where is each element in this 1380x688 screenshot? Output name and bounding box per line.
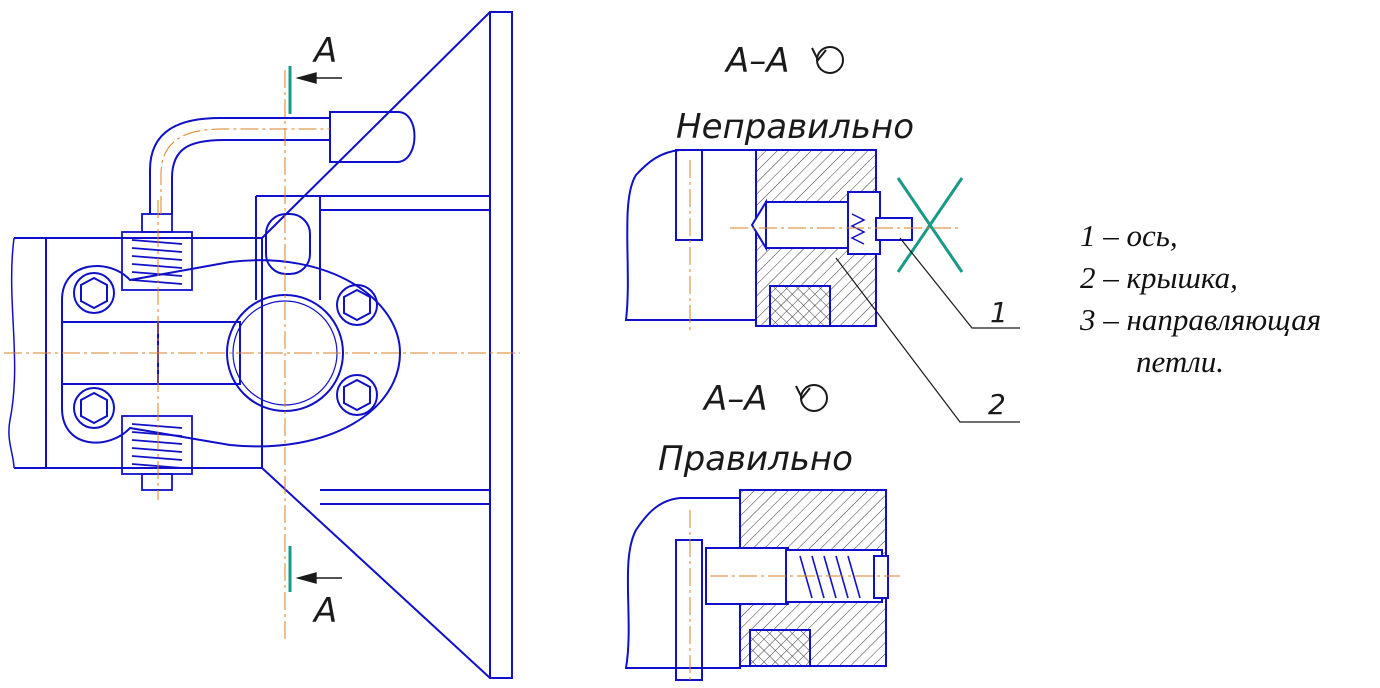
- cut-label-top: А: [312, 31, 337, 71]
- legend-item-3-cont: петли.: [1136, 344, 1225, 379]
- section-right: [624, 489, 889, 681]
- view-right-caption: Правильно: [658, 439, 853, 479]
- main-view: [8, 11, 513, 679]
- rotation-icon-wrong: [811, 46, 844, 74]
- view-wrong-title: А–А: [724, 41, 790, 81]
- legend-item-2: 2 – крышка,: [1080, 260, 1238, 295]
- rotation-icon-right: [795, 384, 828, 412]
- legend-item-1: 1 – ось,: [1080, 218, 1178, 253]
- callout-2: 2: [988, 388, 1006, 421]
- bolt-top-right: [336, 284, 378, 326]
- handle-grip: [329, 111, 416, 163]
- lever-body: [61, 321, 241, 385]
- stand: [261, 11, 513, 679]
- bolt-bottom-right: [336, 374, 378, 416]
- spring-wrong: [850, 213, 866, 245]
- main-view-axes: [4, 70, 520, 640]
- spring-right: [799, 555, 861, 599]
- base-plate-break: [8, 237, 16, 469]
- leaders: [835, 237, 1020, 423]
- cross-mark: [896, 177, 964, 273]
- spring-bottom: [121, 415, 193, 491]
- legend-item-3: 3 – направляющая: [1080, 302, 1322, 337]
- bolt-top-left: [73, 272, 115, 314]
- callout-1: 1: [990, 296, 1008, 329]
- cut-arrows: [295, 72, 342, 584]
- section-wrong: [624, 149, 913, 327]
- lever-handle: [149, 117, 330, 214]
- spring-top: [121, 213, 193, 291]
- view-right-title: А–А: [702, 379, 768, 419]
- cut-label-bottom: А: [312, 591, 337, 631]
- view-wrong-caption: Неправильно: [676, 107, 914, 147]
- bolt-bottom-left: [73, 387, 115, 429]
- legend: 1 – ось, 2 – крышка, 3 – направляющая пе…: [1080, 215, 1380, 383]
